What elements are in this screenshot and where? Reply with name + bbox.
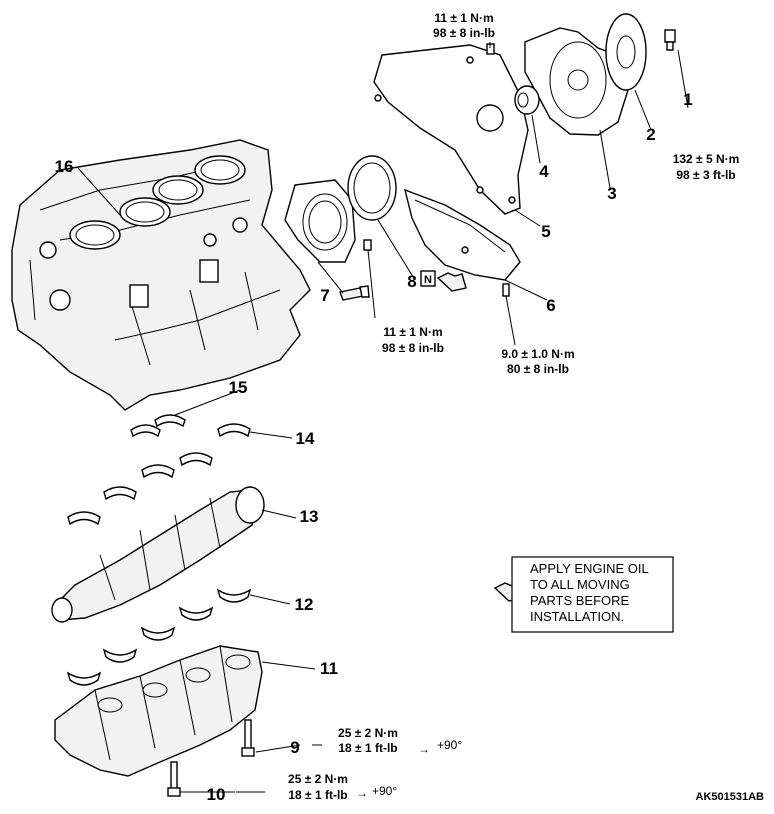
seal-case-bolt [363,239,372,251]
label-5: 5 [541,222,550,241]
torque-6-inlb: 80 ± 8 in-lb [507,362,569,376]
label-7: 7 [320,286,329,305]
torque-9-ftlb: 18 ± 1 ft-lb [338,741,397,755]
arrow-10: → [356,786,368,800]
label-12: 12 [295,595,314,614]
label-4: 4 [539,162,549,181]
upper-thrust-bearings [130,414,186,438]
sealant-tube-icon [339,285,370,301]
svg-text:N: N [424,274,432,286]
label-14: 14 [296,429,315,448]
torque-mid-nm: 11 ± 1 N·m [383,325,442,339]
torque-9-nm: 25 ± 2 N·m [338,726,398,740]
new-part-symbol: N [420,270,436,287]
label-15: 15 [229,378,248,397]
label-11: 11 [320,659,338,678]
torque-10-nm: 25 ± 2 N·m [288,772,348,786]
torque-10-angle: +90° [372,784,397,798]
torque-specs: 11 ± 1 N·m 98 ± 8 in-lb 132 ± 5 N·m 98 ±… [288,11,739,802]
lower-main-bearings [66,588,252,686]
label-13: 13 [300,507,319,526]
cylinder-block [11,139,311,411]
crankshaft [51,486,265,623]
reference-code: AK501531AB [696,791,765,803]
bell-housing-cover [403,188,521,281]
drive-plate-washer [605,13,647,91]
leader-lines [77,42,689,793]
torque-1-nm: 132 ± 5 N·m [673,152,740,166]
bedplate-bolt-10 [167,761,181,797]
label-8: 8 [407,272,416,291]
oil-can-icon [436,272,467,292]
label-6: 6 [546,296,555,315]
drive-plate-bolt [664,29,676,51]
torque-top-nm: 11 ± 1 N·m [434,11,493,25]
label-3: 3 [607,184,616,203]
rear-plate [373,44,529,215]
torque-10-ftlb: 18 ± 1 ft-lb [288,788,347,802]
note-line-1: APPLY ENGINE OIL [530,561,649,576]
oil-note: APPLY ENGINE OIL TO ALL MOVING PARTS BEF… [493,556,674,633]
upper-main-bearings [67,423,251,526]
note-line-3: PARTS BEFORE [530,593,630,608]
torque-1-ftlb: 98 ± 3 ft-lb [676,168,735,182]
note-line-4: INSTALLATION. [530,609,624,624]
cover-bolt [502,283,510,297]
label-10: 10 [207,785,226,804]
label-1: 1 [683,90,692,109]
torque-9-angle: +90° [437,738,462,752]
torque-top-inlb: 98 ± 8 in-lb [433,26,495,40]
label-9: 9 [290,738,299,757]
oil-seal-case [284,179,356,263]
bedplate [54,645,263,777]
label-16: 16 [55,157,74,176]
torque-mid-inlb: 98 ± 8 in-lb [382,341,444,355]
oil-seal [347,155,397,221]
torque-6-nm: 9.0 ± 1.0 N·m [501,347,574,361]
note-line-2: TO ALL MOVING [530,577,630,592]
arrow-9: → [418,742,430,756]
bedplate-bolt-9 [241,719,255,757]
label-2: 2 [646,125,655,144]
part-numbers: 1 2 3 4 5 6 7 8 9 10 11 12 13 14 15 16 [55,90,693,804]
crankshaft-adapter [514,85,540,115]
